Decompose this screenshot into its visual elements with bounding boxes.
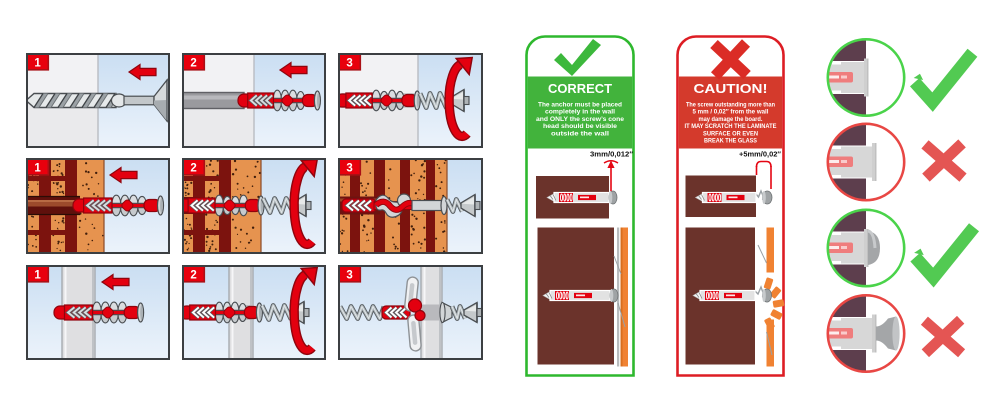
svg-text:2: 2 [190, 162, 196, 174]
svg-text:1: 1 [34, 162, 41, 174]
svg-text:IT MAY SCRATCH THE LAMINATE: IT MAY SCRATCH THE LAMINATE [684, 123, 776, 130]
svg-text:1: 1 [34, 57, 41, 69]
svg-text:The screw outstanding more tha: The screw outstanding more than [686, 101, 775, 108]
svg-text:head should be visible: head should be visible [543, 123, 618, 130]
svg-text:completely in the wall: completely in the wall [545, 109, 615, 116]
svg-text:CAUTION!: CAUTION! [693, 82, 767, 96]
svg-text:3: 3 [346, 269, 352, 281]
svg-text:3: 3 [346, 57, 352, 69]
svg-text:may damage the board.: may damage the board. [698, 116, 762, 123]
svg-text:BREAK THE GLASS: BREAK THE GLASS [704, 138, 757, 145]
svg-text:3: 3 [346, 162, 352, 174]
svg-text:+5mm/0,02″: +5mm/0,02″ [739, 150, 781, 159]
svg-text:SURFACE OR EVEN: SURFACE OR EVEN [703, 130, 758, 137]
svg-text:1: 1 [34, 269, 41, 281]
svg-text:outside the wall: outside the wall [551, 130, 609, 137]
svg-text:2: 2 [190, 269, 196, 281]
svg-text:and ONLY the screw’s cone: and ONLY the screw’s cone [536, 116, 625, 123]
svg-text:3mm/0,012″: 3mm/0,012″ [590, 150, 633, 159]
svg-text:The anchor must be placed: The anchor must be placed [538, 101, 622, 108]
svg-text:CORRECT: CORRECT [548, 82, 612, 96]
svg-text:2: 2 [190, 57, 196, 69]
svg-text:5 mm / 0,02″ from the wall: 5 mm / 0,02″ from the wall [692, 109, 768, 116]
